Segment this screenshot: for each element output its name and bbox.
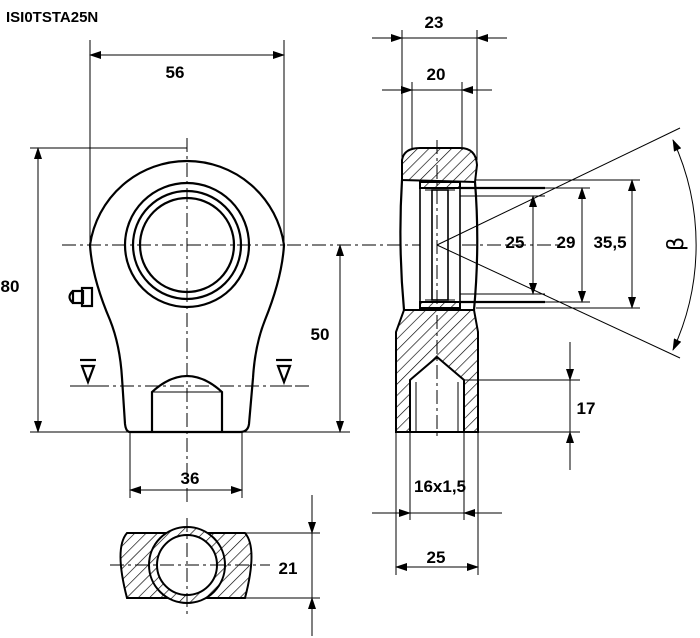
- front-view: [62, 138, 560, 505]
- dim-35-5-label: 35,5: [593, 233, 626, 252]
- dim-36: 36: [129, 432, 243, 498]
- dim-16x1-5: 16x1,5: [372, 432, 502, 520]
- grease-nipple: [68, 286, 94, 308]
- dim-23: 23: [372, 13, 507, 160]
- dim-25-bore-label: 25: [506, 233, 525, 252]
- side-bearing-right: [472, 181, 479, 311]
- ball-inner-bore: [431, 189, 449, 301]
- tilt-angle: β: [436, 127, 697, 359]
- dim-16x1-5-label: 16x1,5: [414, 477, 466, 496]
- section-view: [110, 518, 270, 615]
- dim-17: 17: [464, 342, 595, 470]
- rod-end-body-outline: [88, 159, 286, 434]
- dim-35-5: 35,5: [476, 179, 640, 309]
- dim-21-label: 21: [279, 559, 298, 578]
- dim-56-label: 56: [166, 63, 185, 82]
- side-head-top: [401, 147, 479, 184]
- drawing-title: ISI0TSTA25N: [6, 9, 98, 26]
- dim-80: 80: [1, 147, 187, 433]
- tilt-angle-label: β: [664, 237, 689, 251]
- section-mark-left: [80, 358, 96, 387]
- dim-50: 50: [240, 244, 350, 433]
- dim-17-label: 17: [577, 399, 596, 418]
- dim-56: 56: [89, 40, 285, 245]
- dim-25-body-label: 25: [427, 548, 446, 567]
- dim-20: 20: [382, 65, 492, 150]
- dim-50-label: 50: [311, 325, 330, 344]
- dim-21: 21: [245, 495, 320, 636]
- bearing-race-top: [419, 181, 461, 189]
- dim-25-bore: 25: [460, 195, 545, 295]
- bearing-race-bottom: [419, 301, 461, 309]
- dim-29-label: 29: [557, 233, 576, 252]
- dim-25-body: 25: [395, 432, 479, 575]
- dim-23-label: 23: [425, 13, 444, 32]
- dim-80-label: 80: [1, 277, 20, 296]
- side-view: [395, 140, 545, 440]
- dim-29: 29: [545, 187, 590, 303]
- side-bearing-left: [399, 179, 406, 311]
- dim-20-label: 20: [427, 65, 446, 84]
- dim-36-label: 36: [181, 469, 200, 488]
- section-mark-right: [276, 358, 292, 387]
